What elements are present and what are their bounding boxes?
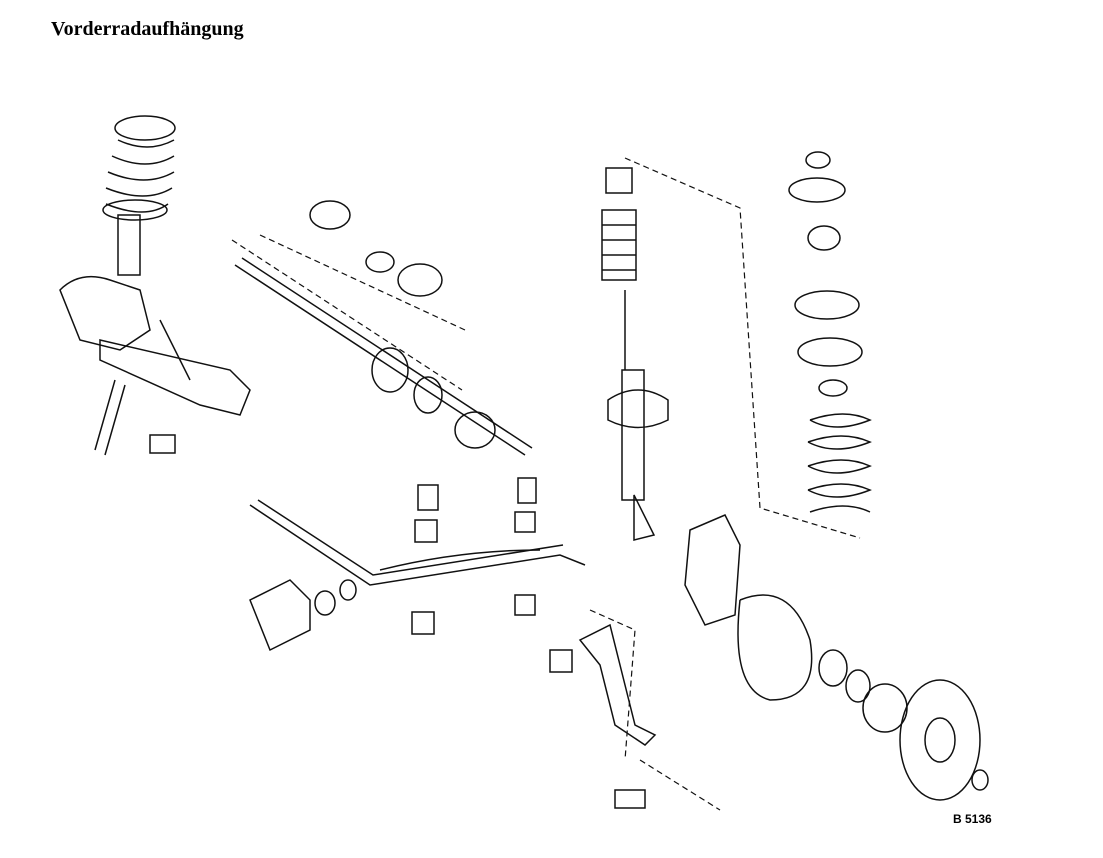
figure-code: B 5136 (953, 812, 992, 826)
wheel-hub-illustration (684, 514, 989, 801)
page-title: Vorderradaufhängung (51, 18, 244, 40)
shock-absorber-illustration (601, 157, 861, 541)
control-arm-illustration (549, 609, 721, 811)
stabilizer-bar-illustration (249, 477, 586, 652)
coil-spring-illustration (788, 151, 872, 513)
assembled-strut-illustration (59, 115, 251, 456)
drive-shaft-illustration (231, 200, 533, 456)
